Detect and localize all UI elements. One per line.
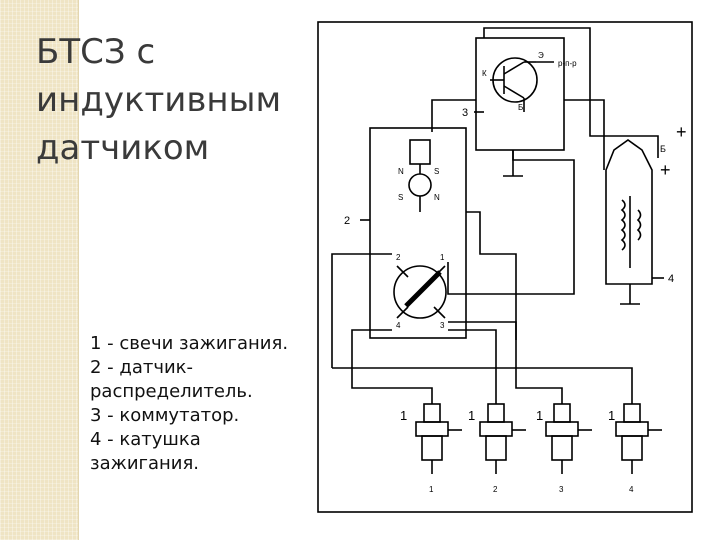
- coil-body: [605, 139, 653, 285]
- legend-line: 1 - свечи зажигания.: [90, 333, 289, 354]
- distributor-rotor: [393, 265, 447, 319]
- legend-line: зажигания.: [90, 453, 200, 474]
- label-terminal-b: Б: [660, 144, 666, 154]
- decorative-stripe: [0, 0, 78, 540]
- legend-line: 2 - датчик-: [90, 357, 194, 378]
- legend-line: 3 - коммутатор.: [90, 405, 240, 426]
- plug-1-number: 1: [429, 485, 434, 494]
- spark-plug-2: [479, 403, 526, 474]
- title-line-3: датчиком: [36, 128, 210, 168]
- sensor-magnet: [408, 173, 432, 197]
- plug-4-label: 1: [608, 408, 615, 423]
- label-plus-coil: +: [660, 160, 671, 180]
- legend-line: распределитель.: [90, 381, 253, 402]
- legend-line: 4 - катушка: [90, 429, 201, 450]
- label-transistor-type: р-п-р: [558, 59, 577, 68]
- title-line-1: БТСЗ с: [36, 32, 156, 72]
- label-dist-3: 3: [440, 321, 445, 330]
- label-dist-2: 2: [396, 253, 401, 262]
- spark-plug-3: [545, 403, 592, 474]
- label-plus-top: +: [676, 122, 687, 142]
- slide-title: БТСЗ с индуктивным датчиком: [36, 28, 296, 172]
- commutator-box: [475, 37, 565, 151]
- plug-2-label: 1: [468, 408, 475, 423]
- diagram-frame: [317, 21, 693, 513]
- sensor-distributor-box: [369, 127, 467, 339]
- coil-primary-winding: [620, 199, 626, 251]
- plug-1-label: 1: [400, 408, 407, 423]
- label-pole-s-bottom: S: [398, 193, 403, 202]
- label-pole-n-bottom: N: [434, 193, 440, 202]
- plug-2-number: 2: [493, 485, 498, 494]
- spark-plug-1: [415, 403, 462, 474]
- ignition-circuit-diagram: 2 3 4 + + Б р-п-р Э К Б N S S N 2 1 4 3 …: [317, 21, 693, 513]
- label-transistor-e: Э: [538, 51, 544, 60]
- stripe-divider: [78, 0, 79, 540]
- coil-secondary-winding: [636, 209, 642, 241]
- sensor-coil: [409, 139, 431, 165]
- spark-plug-4: [615, 403, 662, 474]
- label-sensor-distributor: 2: [344, 215, 350, 227]
- label-coil: 4: [668, 273, 674, 285]
- label-transistor-k: К: [482, 69, 487, 78]
- label-dist-1: 1: [440, 253, 445, 262]
- label-pole-s-top: S: [434, 167, 439, 176]
- legend: 1 - свечи зажигания. 2 - датчик- распред…: [90, 332, 330, 476]
- plug-4-number: 4: [629, 485, 634, 494]
- plug-3-label: 1: [536, 408, 543, 423]
- label-pole-n-top: N: [398, 167, 404, 176]
- label-transistor-b: Б: [518, 103, 523, 112]
- label-commutator: 3: [462, 107, 468, 119]
- label-dist-4: 4: [396, 321, 401, 330]
- plug-3-number: 3: [559, 485, 564, 494]
- title-line-2: индуктивным: [36, 80, 282, 120]
